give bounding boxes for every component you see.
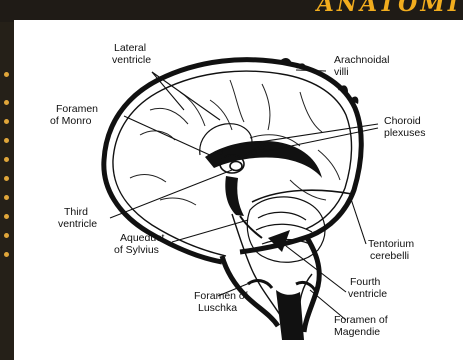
- bullet-dot: [4, 157, 9, 162]
- label-foramen-of-monro: Foramen of Monro: [50, 103, 101, 127]
- label-foramen-of-magendie: Foramen of Magendie: [334, 314, 391, 338]
- leader-lines: [110, 70, 378, 320]
- bullet-dot: [4, 72, 9, 77]
- bullet-dot: [4, 233, 9, 238]
- side-strip: [0, 22, 14, 360]
- bullet-dot: [4, 176, 9, 181]
- foramen-magendie-channel: [296, 282, 316, 292]
- bullet-dot: [4, 119, 9, 124]
- aqueduct-channel: [240, 216, 262, 238]
- label-choroid-plexuses: Choroid plexuses: [384, 115, 425, 139]
- diagram-panel: Lateral ventricle Arachnoidal villi Fora…: [14, 20, 463, 360]
- bullet-dot: [4, 100, 9, 105]
- label-arachnoidal-villi: Arachnoidal villi: [334, 54, 392, 78]
- header-title: ANATOMI: [317, 0, 461, 17]
- label-foramen-of-luschka: Foramen of Luschka: [194, 290, 251, 314]
- bullet-dot: [4, 195, 9, 200]
- csf-circulation-diagram: Lateral ventricle Arachnoidal villi Fora…: [14, 20, 463, 360]
- third-ventricle-shape: [225, 176, 244, 216]
- bullet-dot: [4, 252, 9, 257]
- label-third-ventricle: Third ventricle: [58, 206, 97, 230]
- cortex-inner-outline: [113, 71, 352, 256]
- label-fourth-ventricle: Fourth ventricle: [348, 276, 387, 300]
- label-aqueduct-of-sylvius: Aqueduct of Sylvius: [114, 232, 167, 256]
- spinal-cord-fill: [276, 290, 304, 340]
- label-lateral-ventricle: Lateral ventricle: [112, 42, 151, 66]
- bullet-dot: [4, 138, 9, 143]
- label-tentorium-cerebelli: Tentorium cerebelli: [368, 238, 417, 262]
- bullet-dot: [4, 214, 9, 219]
